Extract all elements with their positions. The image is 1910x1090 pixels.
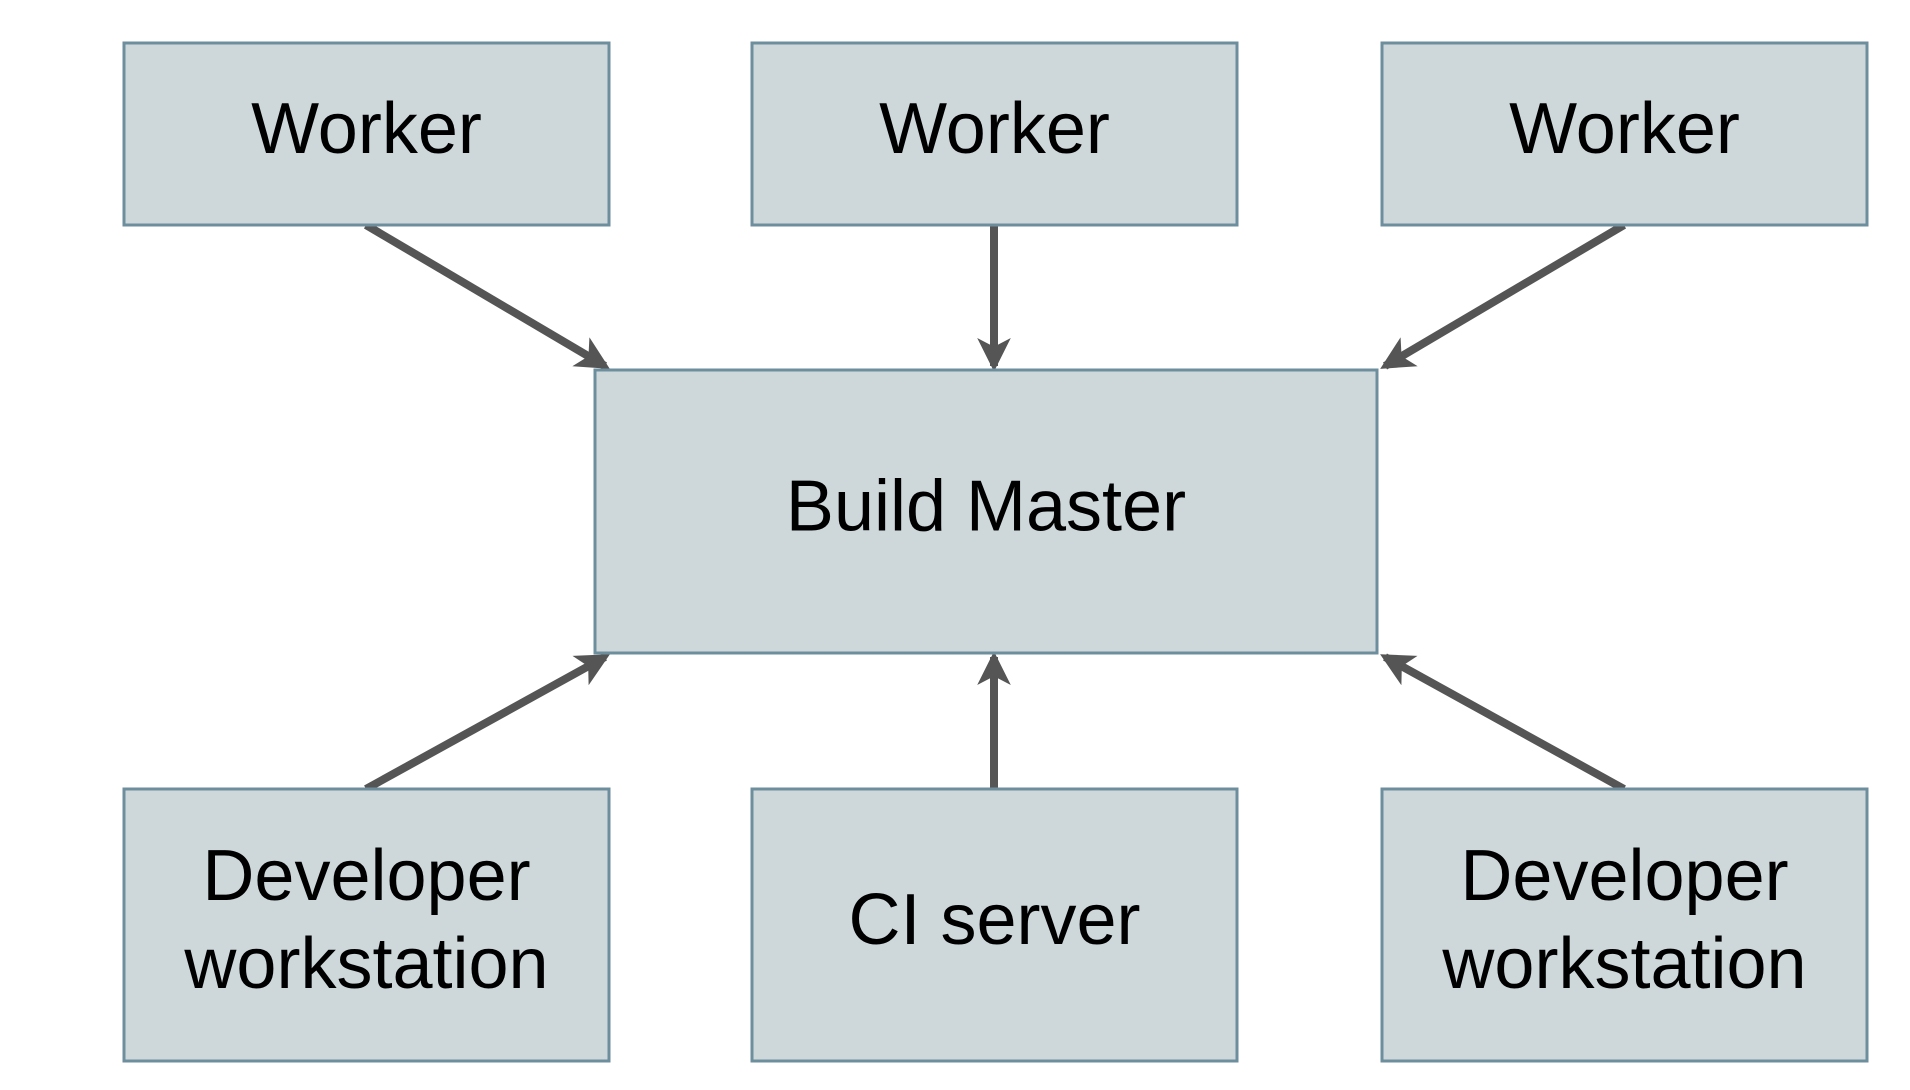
node-box-worker-right[interactable] [1380, 41, 1869, 227]
node-label-ci-server: CI server [848, 880, 1140, 960]
node-label-worker-left: Worker [251, 89, 482, 169]
node-label-build-master: Build Master [786, 467, 1186, 547]
node-box-developer-workstation-left[interactable] [122, 787, 611, 1063]
edges-layer [363, 221, 1627, 793]
node-worker-left[interactable]: Worker [122, 41, 611, 227]
node-box-developer-workstation-right[interactable] [1380, 787, 1869, 1063]
edge-developer-workstation-right-to-build-master [1380, 653, 1626, 793]
node-label-developer-workstation-left: Developer [202, 836, 530, 916]
node-box-worker-left[interactable] [122, 41, 611, 227]
node-label-worker-right: Worker [1509, 89, 1740, 169]
node-label-worker-center: Worker [879, 89, 1110, 169]
node-box-worker-center[interactable] [750, 41, 1239, 227]
node-worker-right[interactable]: Worker [1380, 41, 1869, 227]
node-label-developer-workstation-right: workstation [1441, 924, 1806, 1004]
node-build-master[interactable]: Build Master [593, 368, 1379, 655]
edge-worker-right-to-build-master [1380, 221, 1627, 370]
node-ci-server[interactable]: CI server [750, 787, 1239, 1063]
node-worker-center[interactable]: Worker [750, 41, 1239, 227]
node-label-developer-workstation-right: Developer [1460, 836, 1788, 916]
edge-developer-workstation-left-to-build-master [364, 653, 610, 793]
edge-worker-left-to-build-master [363, 221, 610, 370]
node-box-build-master[interactable] [593, 368, 1379, 655]
node-box-ci-server[interactable] [750, 787, 1239, 1063]
node-label-developer-workstation-left: workstation [183, 924, 548, 1004]
